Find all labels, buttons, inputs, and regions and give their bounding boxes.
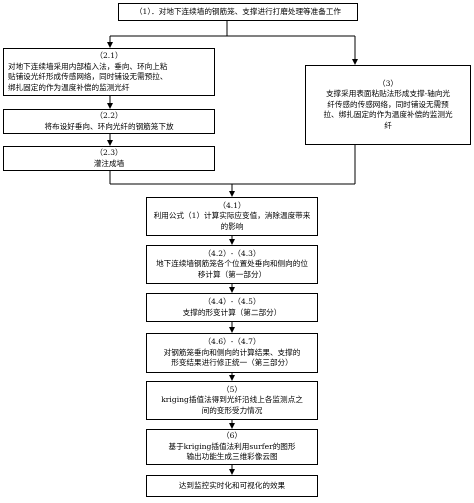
step-2-1-num: （2.1） (95, 51, 123, 60)
step-6-box: （6） 基于kriging插值法利用surfer的图形 输出功能生成三维彩像云图 (146, 429, 318, 465)
step-2-2-num: （2.2） (95, 111, 123, 120)
step-4-2-text: 地下连续墙钢筋笼各个位置处垂向和侧向的位 移计算（第一部分） (156, 259, 308, 279)
step-1-box: （1）．对地下连续墙的钢筋笼、支撑进行打磨处理等准备工作 (118, 3, 358, 21)
step-4-1-text: 利用公式（1）计算实际应变值，消除温度带来 的影响 (153, 211, 311, 231)
step-4-6-num: （4.6）-（4.7） (203, 337, 261, 347)
step-3-box: （3） 支撑采用表面粘贴法形成支撑-轴向光 纤传感的传感网络，同时铺设无需预 拉… (305, 65, 471, 145)
step-7-text: 达到监控实时化和可视化的效果 (178, 480, 286, 490)
step-4-4-num: （4.4）-（4.5） (203, 297, 261, 306)
step-1-text: （1）．对地下连续墙的钢筋笼、支撑进行打磨处理等准备工作 (134, 6, 342, 16)
step-2-3-num: （2.3） (95, 148, 123, 157)
step-2-3-box: （2.3） 灌注成墙 (3, 146, 215, 171)
step-5-num: （5） (221, 384, 243, 394)
step-3-num: （3） (377, 78, 399, 88)
step-4-2-num: （4.2）-（4.3） (203, 248, 261, 258)
step-4-6-text: 对钢筋笼垂向和侧向的计算结果、支撑的 形变结果进行修正统一（第三部分） (163, 347, 301, 368)
step-4-1-num: （4.1） (218, 200, 246, 210)
step-6-num: （6） (221, 431, 243, 441)
step-5-box: （5） kriging插值法得到光纤沿线上各监测点之 间的变形受力情况 (146, 381, 318, 420)
step-4-4-box: （4.4）-（4.5） 支撑的形变计算（第二部分） (146, 293, 318, 322)
step-7-box: 达到监控实时化和可视化的效果 (146, 475, 318, 497)
step-4-6-box: （4.6）-（4.7） 对钢筋笼垂向和侧向的计算结果、支撑的 形变结果进行修正统… (146, 333, 318, 373)
step-2-1-box: （2.1） 对地下连续墙采用内部植入法，垂向、环向上粘 贴铺设光纤形成传感网络，… (3, 48, 215, 96)
step-5-text: kriging插值法得到光纤沿线上各监测点之 间的变形受力情况 (161, 395, 303, 415)
step-2-2-text: 将布设好垂向、环向光纤的钢筋笼下放 (44, 121, 174, 131)
step-4-4-text: 支撑的形变计算（第二部分） (182, 307, 282, 317)
step-2-3-text: 灌注成墙 (93, 158, 125, 168)
step-6-text: 基于kriging插值法利用surfer的图形 输出功能生成三维彩像云图 (168, 441, 296, 462)
step-4-2-box: （4.2）-（4.3） 地下连续墙钢筋笼各个位置处垂向和侧向的位 移计算（第一部… (146, 245, 318, 284)
step-3-text: 支撑采用表面粘贴法形成支撑-轴向光 纤传感的传感网络，同时铺设无需预 拉、绑扎固… (323, 89, 453, 130)
step-2-2-box: （2.2） 将布设好垂向、环向光纤的钢筋笼下放 (3, 109, 215, 134)
step-4-1-box: （4.1） 利用公式（1）计算实际应变值，消除温度带来 的影响 (146, 197, 318, 236)
step-2-1-text: 对地下连续墙采用内部植入法，垂向、环向上粘 贴铺设光纤形成传感网络，同时铺设无需… (8, 61, 168, 92)
